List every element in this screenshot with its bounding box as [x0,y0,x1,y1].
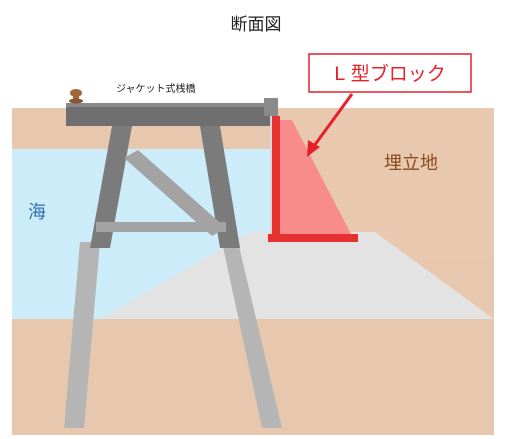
jacket-brace-diagonal [124,150,226,236]
diagram-title: 断面図 [231,15,282,35]
pier-deck-top [66,103,270,107]
l-block-label: L 型ブロック [334,62,446,85]
jacket-leg-left [90,126,132,248]
arrow-icon [307,93,354,157]
jacket-brace-horizontal [96,222,226,232]
jacket-pier-label: ジャケット式桟橋 [116,82,196,95]
l-block-callout-box [308,53,472,93]
l-block [268,116,358,242]
pile-right [222,242,282,428]
jacket-leg-right [200,126,240,248]
deck-edge-joint [264,98,278,116]
sea-label: 海 [28,202,46,223]
bollard-icon [69,89,83,104]
embankment [100,232,494,319]
pile-left [64,242,100,428]
reclaimed-land-label: 埋立地 [384,153,438,174]
pier-deck [66,103,270,126]
